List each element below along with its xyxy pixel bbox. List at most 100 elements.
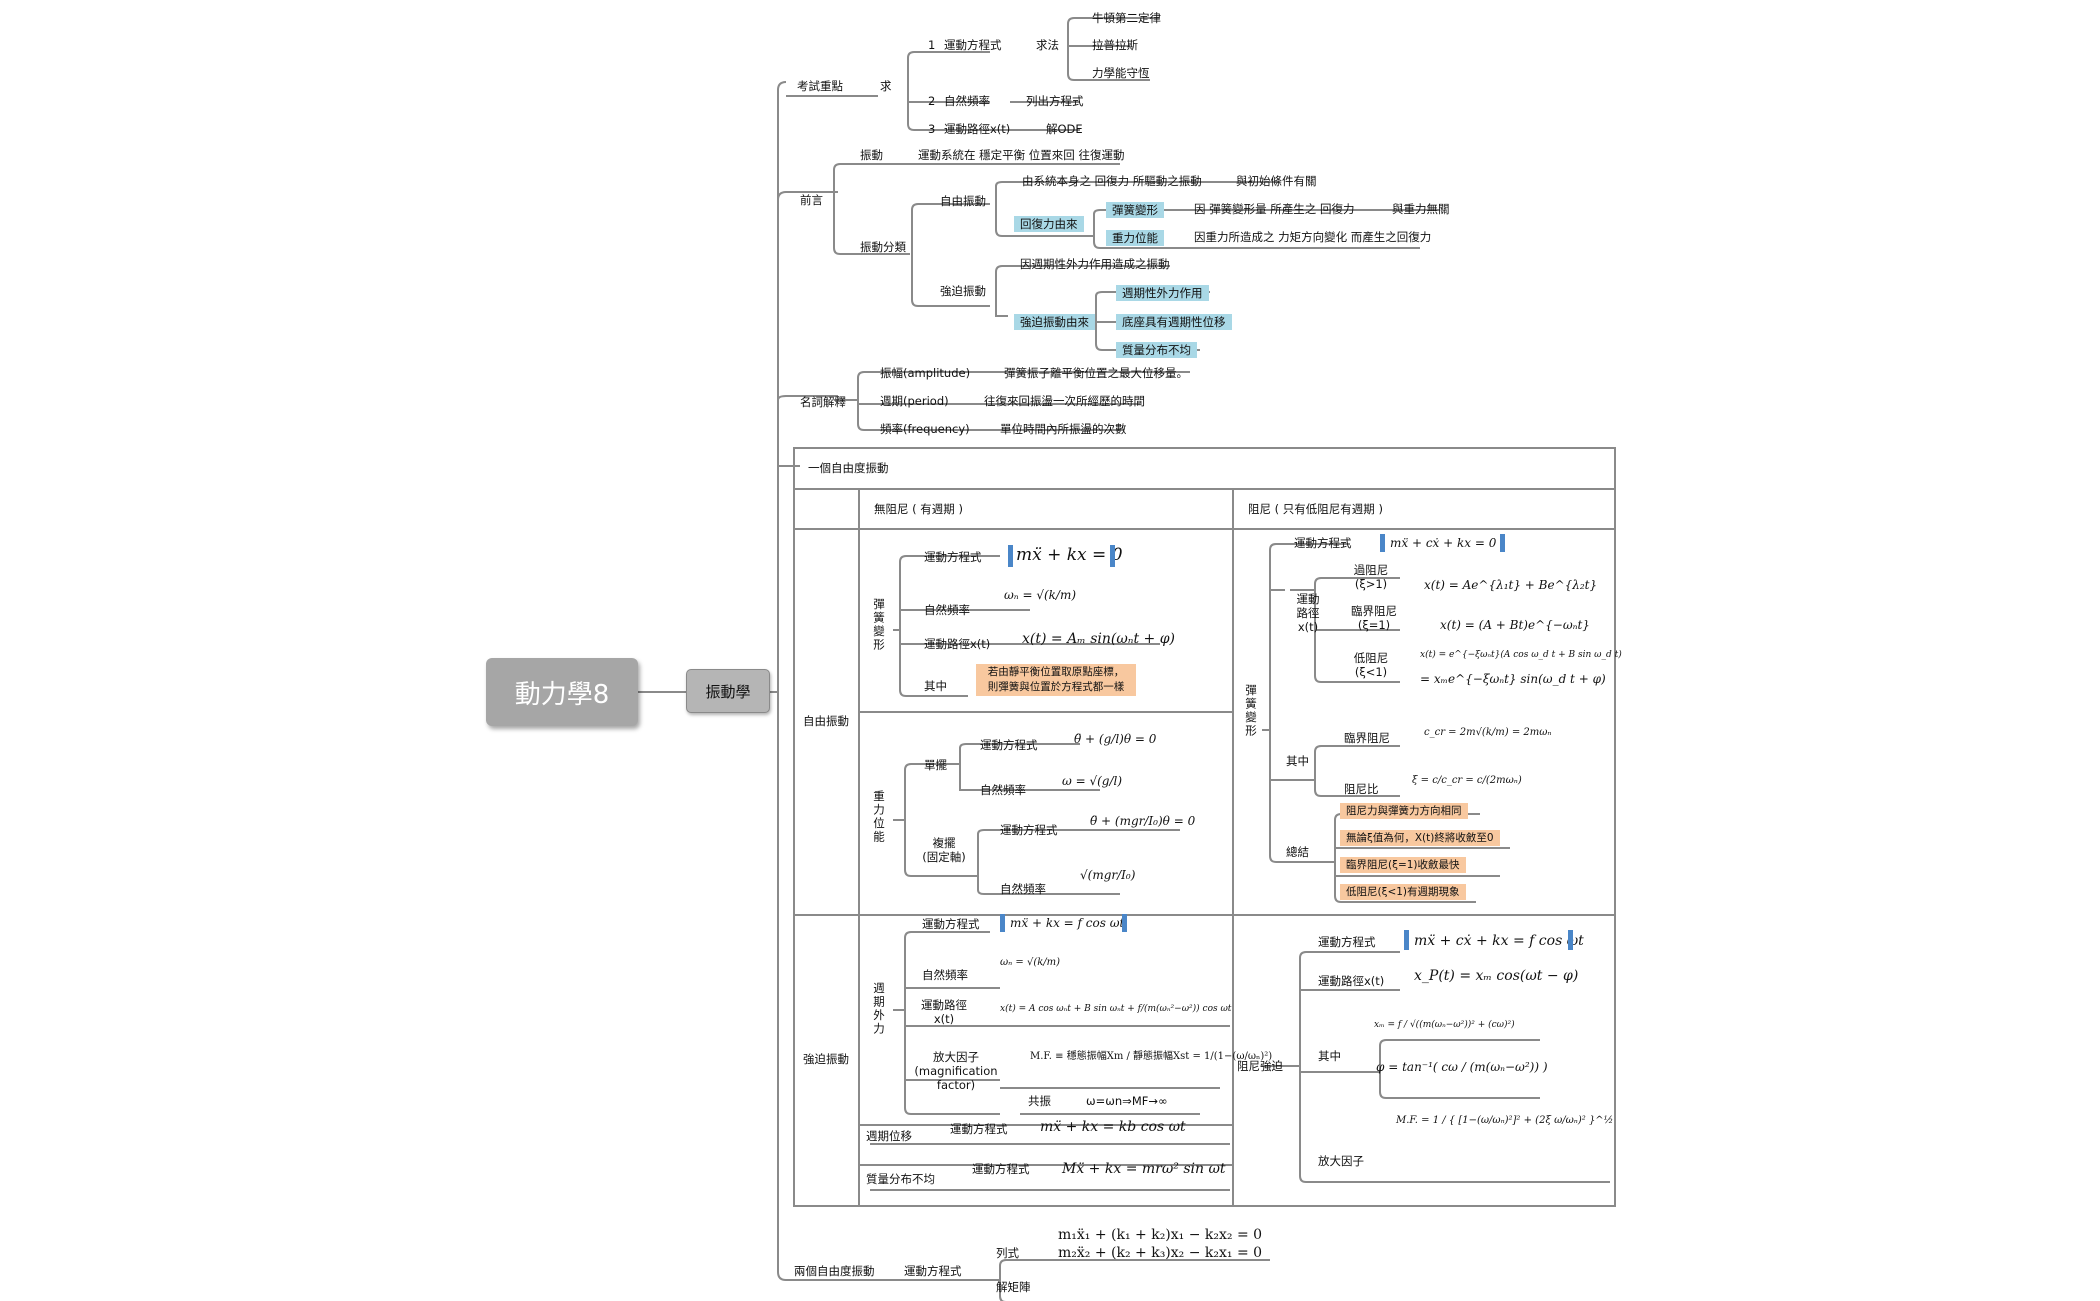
forced-natfreq-label[interactable]: 自然頻率 — [922, 968, 968, 982]
damped-path-line1: 運動 — [1296, 592, 1320, 606]
forced-path[interactable]: 運動路徑 x(t) — [912, 998, 976, 1026]
exam-item2[interactable]: 自然頻率 — [944, 94, 990, 108]
df-mf-label[interactable]: 放大因子 — [1318, 1154, 1364, 1168]
summary-2[interactable]: 無論ξ值為何，X(t)終將收斂至0 — [1340, 830, 1500, 846]
summary-4[interactable]: 低阻尼(ξ<1)有週期現象 — [1340, 884, 1466, 900]
preface-label[interactable]: 前言 — [800, 193, 823, 207]
undamped-natfreq-label[interactable]: 自然頻率 — [924, 603, 970, 617]
crit-damp-eq: c_cr = 2m√(k/m) = 2mωₙ — [1424, 727, 1552, 738]
forced-natfreq-eq: ωₙ = √(k/m) — [1000, 957, 1061, 968]
damped-eom-eq: mẍ + cẋ + kx = 0 — [1390, 536, 1497, 550]
base-eom-eq: mẍ + kx = kb cos ωt — [1040, 1119, 1186, 1135]
compound-pendulum[interactable]: 複擺 (固定軸) — [916, 836, 972, 864]
damp-ratio-label[interactable]: 阻尼比 — [1344, 782, 1379, 796]
damped-qizhong[interactable]: 其中 — [1286, 754, 1309, 768]
row-free[interactable]: 自由振動 — [803, 714, 849, 728]
preface-src3[interactable]: 質量分布不均 — [1116, 342, 1197, 358]
forced-eom-label[interactable]: 運動方程式 — [922, 917, 980, 931]
eq-bar — [1000, 914, 1005, 932]
eq-bar — [1404, 930, 1409, 950]
overdamped[interactable]: 過阻尼 (ξ>1) — [1344, 563, 1398, 591]
method-lagrange[interactable]: 拉普拉斯 — [1092, 38, 1138, 52]
summary-3[interactable]: 臨界阻尼(ξ=1)收斂最快 — [1340, 857, 1466, 873]
method-energy[interactable]: 力學能守恆 — [1092, 66, 1150, 80]
underdamped[interactable]: 低阻尼 (ξ<1) — [1344, 651, 1398, 679]
preface-spring[interactable]: 彈簧變形 — [1106, 202, 1164, 218]
underdamped-eq1: x(t) = e^{−ξωₙt}(A cos ω_d t + B sin ω_d… — [1420, 650, 1622, 660]
exam-item1-method: 求法 — [1036, 38, 1059, 52]
mdof-eom-label[interactable]: 運動方程式 — [904, 1264, 962, 1278]
undamped-note[interactable]: 若由靜平衡位置取原點座標， 則彈簧與位置於方程式都一樣 — [976, 664, 1136, 696]
mdof-label[interactable]: 兩個自由度振動 — [794, 1264, 875, 1278]
crit-damp-label[interactable]: 臨界阻尼 — [1344, 731, 1390, 745]
mdof-eq2: m₂ẍ₂ + (k₂ + k₃)x₂ − k₂x₁ = 0 — [1058, 1245, 1263, 1261]
unbalanced-label[interactable]: 質量分布不均 — [866, 1172, 935, 1186]
exam-label[interactable]: 考試重點 — [797, 79, 843, 93]
undamped-path-label[interactable]: 運動路徑x(t) — [924, 637, 991, 651]
damped-spring-vert[interactable]: 彈簧變形 — [1244, 684, 1258, 738]
row-forced[interactable]: 強迫振動 — [803, 1052, 849, 1066]
preface-forced-def: 因週期性外力作用造成之振動 — [1020, 257, 1170, 271]
main-topic[interactable]: 振動學 — [686, 669, 770, 713]
undamped-grav-vert[interactable]: 重力位能 — [872, 790, 886, 844]
periodic-force-vert[interactable]: 週期外力 — [872, 982, 886, 1036]
damped-forced-label[interactable]: 阻尼強迫 — [1237, 1059, 1283, 1073]
df-qizhong[interactable]: 其中 — [1318, 1049, 1341, 1063]
preface-classify[interactable]: 振動分類 — [860, 240, 906, 254]
root-topic[interactable]: 動力學8 — [486, 658, 638, 726]
sdof-label[interactable]: 一個自由度振動 — [808, 461, 889, 475]
base-eom-label[interactable]: 運動方程式 — [950, 1122, 1008, 1136]
exam-item1[interactable]: 運動方程式 — [944, 38, 1002, 52]
df-phi-eq: φ = tan⁻¹( cω / (m(ωₙ−ω²)) ) — [1376, 1060, 1548, 1074]
compound-pend-eom-label[interactable]: 運動方程式 — [1000, 823, 1058, 837]
forced-eom-eq: mẍ + kx = f cos ωt — [1010, 916, 1125, 930]
df-eom-eq: mẍ + cẋ + kx = f cos ωt — [1414, 933, 1584, 949]
summary-1[interactable]: 阻尼力與彈簧力方向相同 — [1340, 803, 1468, 819]
exam-item1-num: 1 — [928, 38, 936, 52]
undamped-qizhong[interactable]: 其中 — [924, 679, 947, 693]
df-path-label[interactable]: 運動路徑x(t) — [1318, 974, 1385, 988]
preface-forced-src[interactable]: 強迫振動由來 — [1014, 314, 1095, 330]
preface-free[interactable]: 自由振動 — [940, 194, 986, 208]
simple-pend-eom-label[interactable]: 運動方程式 — [980, 738, 1038, 752]
terms-label[interactable]: 名詞解釋 — [800, 395, 846, 409]
critdamped[interactable]: 臨界阻尼 (ξ=1) — [1344, 604, 1404, 632]
mf-line1: 放大因子 — [933, 1050, 979, 1064]
damped-summary[interactable]: 總結 — [1286, 845, 1309, 859]
magnification-factor[interactable]: 放大因子 (magnification factor) — [912, 1050, 1000, 1092]
term-period[interactable]: 週期(period) — [880, 394, 949, 408]
preface-spring-def: 因 彈簧變形量 所產生之 回復力 — [1194, 202, 1355, 216]
simple-pendulum[interactable]: 單擺 — [924, 758, 947, 772]
preface-src2[interactable]: 底座具有週期性位移 — [1116, 314, 1232, 330]
simple-pend-natfreq-label[interactable]: 自然頻率 — [980, 783, 1026, 797]
base-disp-label[interactable]: 週期位移 — [866, 1129, 912, 1143]
undamped-spring-vert[interactable]: 彈簧變形 — [872, 598, 886, 652]
preface-src1[interactable]: 週期性外力作用 — [1116, 285, 1209, 301]
damped-path-line2: 路徑 — [1296, 606, 1320, 620]
preface-grav[interactable]: 重力位能 — [1106, 230, 1164, 246]
damped-eom-label[interactable]: 運動方程式 — [1294, 536, 1352, 550]
exam-item3-num: 3 — [928, 122, 936, 136]
preface-vib[interactable]: 振動 — [860, 148, 883, 162]
unbal-eom-label[interactable]: 運動方程式 — [972, 1162, 1030, 1176]
compound-pend-natfreq-label[interactable]: 自然頻率 — [1000, 882, 1046, 896]
undamped-eom-label[interactable]: 運動方程式 — [924, 550, 982, 564]
method-newton[interactable]: 牛頓第二定律 — [1092, 11, 1161, 25]
eq-bar — [1568, 930, 1573, 950]
underdamped-line2: (ξ<1) — [1354, 665, 1388, 679]
resonance-eq: ω=ωn⇒MF→∞ — [1086, 1094, 1168, 1108]
df-eom-label[interactable]: 運動方程式 — [1318, 935, 1376, 949]
exam-item2-method: 列出方程式 — [1026, 94, 1084, 108]
term-freq[interactable]: 頻率(frequency) — [880, 422, 970, 436]
mdof-solve-label[interactable]: 解矩陣 — [996, 1280, 1031, 1294]
exam-item3[interactable]: 運動路徑x(t) — [944, 122, 1011, 136]
term-amp[interactable]: 振幅(amplitude) — [880, 366, 971, 380]
mdof-list-label[interactable]: 列式 — [996, 1246, 1019, 1260]
preface-restore-src[interactable]: 回復力由來 — [1014, 216, 1084, 232]
resonance-label[interactable]: 共振 — [1028, 1094, 1051, 1108]
term-amp-def: 彈簧振子離平衡位置之最大位移量。 — [1004, 366, 1188, 380]
preface-forced[interactable]: 強迫振動 — [940, 284, 986, 298]
damped-path[interactable]: 運動 路徑 x(t) — [1290, 592, 1326, 634]
forced-path-line2: x(t) — [933, 1012, 955, 1026]
